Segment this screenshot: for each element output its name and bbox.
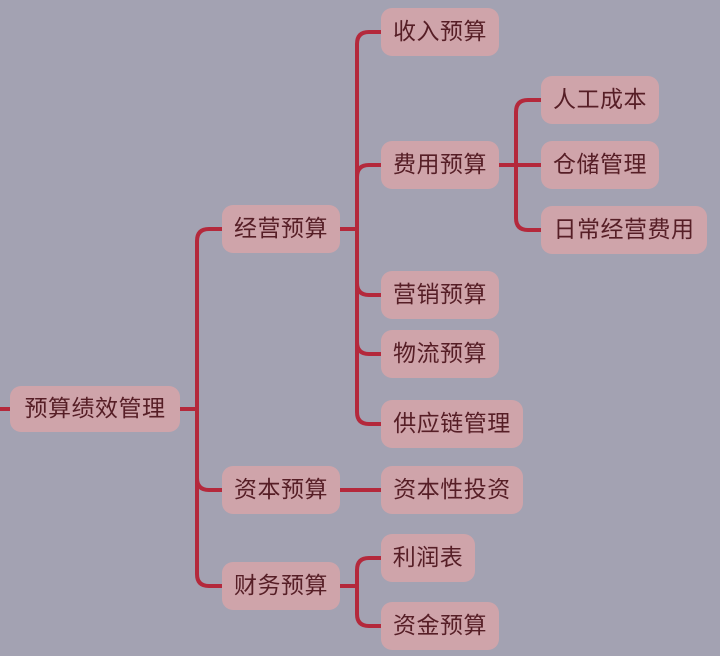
mindmap-node-label: 供应链管理 — [393, 409, 511, 436]
mindmap-node-label: 经营预算 — [234, 214, 328, 241]
mindmap-node-label: 物流预算 — [393, 339, 487, 366]
mindmap-node-lirunbiao[interactable]: 利润表 — [381, 534, 475, 582]
mindmap-node-label: 资本性投资 — [393, 475, 511, 502]
mindmap-node-rengong[interactable]: 人工成本 — [541, 76, 659, 124]
mindmap-node-ziben[interactable]: 资本预算 — [222, 466, 340, 514]
mindmap-node-jingying[interactable]: 经营预算 — [222, 205, 340, 253]
mindmap-node-label: 财务预算 — [234, 571, 328, 598]
mindmap-node-zijin[interactable]: 资金预算 — [381, 602, 499, 650]
mindmap-connector — [355, 163, 383, 231]
mindmap-connector — [514, 98, 543, 167]
mindmap-node-cangchu[interactable]: 仓储管理 — [541, 141, 659, 189]
mindmap-node-richang[interactable]: 日常经营费用 — [541, 206, 707, 254]
mindmap-node-label: 资金预算 — [393, 611, 487, 638]
mindmap-connector — [195, 407, 224, 492]
mindmap-connector — [355, 30, 383, 231]
mindmap-node-label: 仓储管理 — [553, 150, 647, 177]
mindmap-node-label: 利润表 — [392, 543, 464, 570]
mindmap-node-root[interactable]: 预算绩效管理 — [10, 386, 180, 432]
mindmap-node-label: 日常经营费用 — [553, 215, 695, 242]
mindmap-node-label: 营销预算 — [393, 280, 487, 307]
mindmap-node-caiwu[interactable]: 财务预算 — [222, 562, 340, 610]
mindmap-node-label: 人工成本 — [553, 85, 647, 112]
mindmap-node-wuliu[interactable]: 物流预算 — [381, 330, 499, 378]
mindmap-node-label: 预算绩效管理 — [24, 394, 166, 421]
mindmap-connector — [195, 227, 224, 411]
mindmap-node-label: 收入预算 — [393, 17, 487, 44]
mindmap-node-yingxiao[interactable]: 营销预算 — [381, 271, 499, 319]
mindmap-node-label: 费用预算 — [393, 150, 487, 177]
mindmap-connector — [355, 556, 383, 588]
mindmap-connector — [355, 227, 383, 297]
mindmap-node-zibenxing[interactable]: 资本性投资 — [381, 466, 523, 514]
mindmap-connector — [355, 227, 383, 356]
mindmap-node-shouru[interactable]: 收入预算 — [381, 8, 499, 56]
mindmap-node-gongyinglian[interactable]: 供应链管理 — [381, 400, 523, 448]
mindmap-connector — [195, 407, 224, 588]
mindmap-node-feiyong[interactable]: 费用预算 — [381, 141, 499, 189]
mindmap-connector — [355, 227, 383, 426]
mindmap-node-label: 资本预算 — [234, 475, 328, 502]
mindmap-connector — [355, 584, 383, 628]
mindmap-connector — [514, 163, 543, 232]
